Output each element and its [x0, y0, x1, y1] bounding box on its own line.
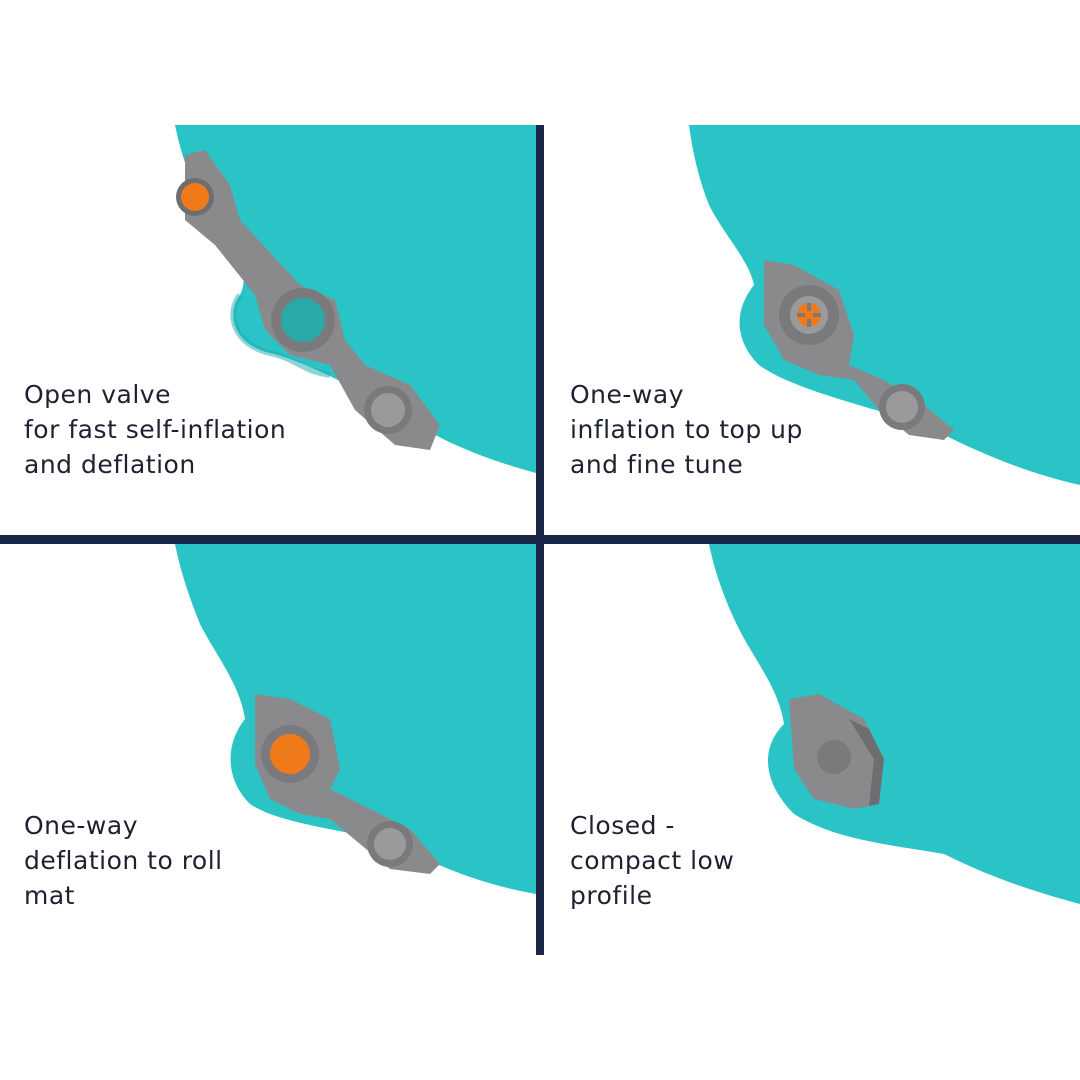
valve-feature-grid: Open valve for fast self-inflation and d… — [0, 125, 1080, 955]
caption-one-way-deflation: One-way deflation to roll mat — [24, 811, 223, 910]
valve-assembly-icon — [764, 260, 954, 440]
panel-one-way-inflation: One-way inflation to top up and fine tun… — [544, 125, 1080, 535]
valve-assembly-icon — [789, 694, 884, 809]
mat-inflation-valve-illustration — [689, 125, 1080, 485]
mat-deflation-valve-illustration — [175, 544, 536, 894]
caption-closed: Closed - compact low profile — [570, 811, 735, 910]
mat-open-valve-illustration — [175, 125, 536, 473]
panel-one-way-deflation: One-way deflation to roll mat — [0, 544, 536, 955]
valve-assembly-icon — [176, 150, 440, 450]
caption-open-valve: Open valve for fast self-inflation and d… — [24, 380, 287, 479]
panel-closed: Closed - compact low profile — [544, 544, 1080, 955]
caption-one-way-inflation: One-way inflation to top up and fine tun… — [570, 380, 803, 479]
mat-closed-valve-illustration — [709, 544, 1080, 904]
horizontal-divider — [0, 535, 1080, 544]
valve-assembly-icon — [255, 694, 440, 874]
panel-open-valve: Open valve for fast self-inflation and d… — [0, 125, 536, 535]
